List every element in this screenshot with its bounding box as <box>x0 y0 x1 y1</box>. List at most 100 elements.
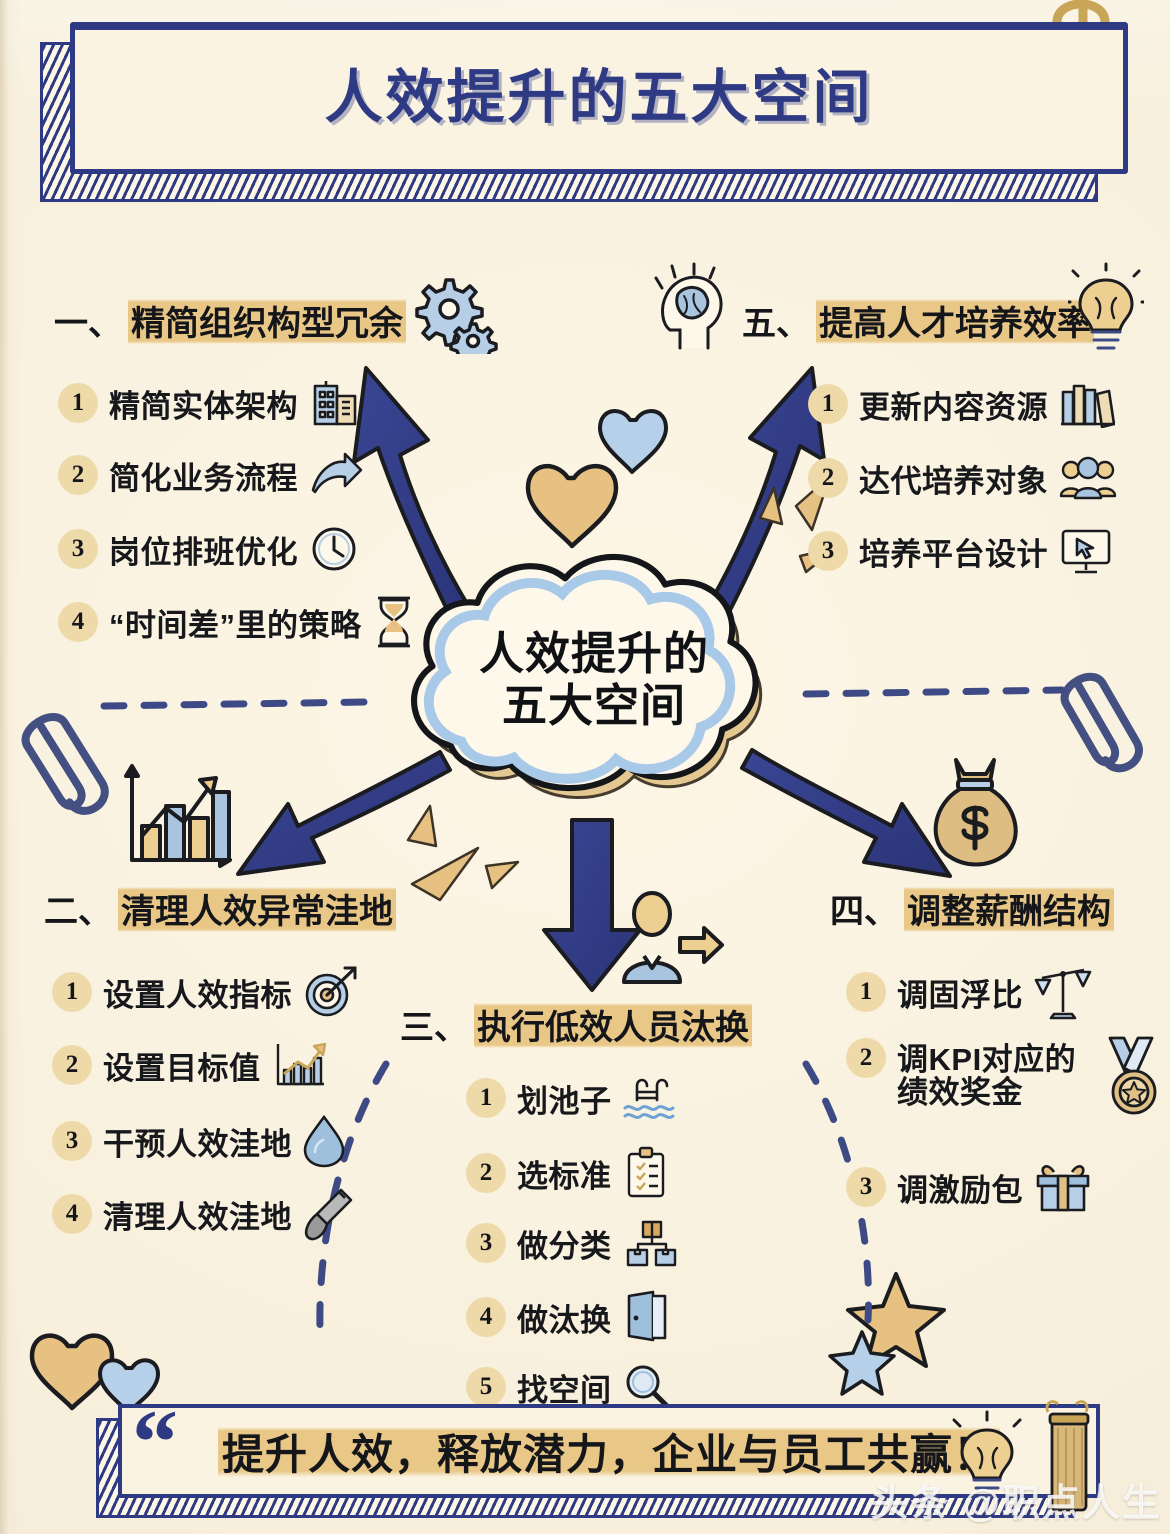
section-3-number: 三、 <box>400 1009 468 1047</box>
section-1-heading: 一、 精简组织构型冗余 <box>54 296 406 345</box>
heart-blue-icon <box>598 409 668 474</box>
list-item[interactable]: 4 做汰换 <box>466 1290 671 1344</box>
clipboard-checklist-icon <box>627 1146 664 1198</box>
list-item[interactable]: 3 培养平台设计 <box>808 526 1113 576</box>
bottom-banner: 提升人效，释放潜力，企业与员工共赢！ “ <box>96 1396 1106 1522</box>
item-badge: 3 <box>58 529 98 569</box>
item-badge: 4 <box>58 602 98 642</box>
item-badge: 3 <box>52 1121 92 1161</box>
group-people-icon <box>1059 456 1117 500</box>
curved-arrow-icon <box>311 452 363 494</box>
list-item[interactable]: 2 设置目标值 <box>52 1040 328 1090</box>
monitor-cursor-icon <box>1061 529 1111 574</box>
item-badge: 1 <box>808 384 848 424</box>
star-gold-icon <box>846 1272 946 1368</box>
item-label: 培养平台设计 <box>859 536 1048 572</box>
center-node-label: 人效提升的 五大空间 <box>478 628 709 731</box>
list-item[interactable]: 3 调激励包 <box>846 1160 1092 1214</box>
list-item[interactable]: 3 做分类 <box>466 1218 679 1268</box>
brain-head-icon <box>654 262 723 350</box>
swimming-pool-icon <box>623 1078 674 1119</box>
section-1-number: 一、 <box>54 305 122 343</box>
banner-text: 提升人效，释放潜力，企业与员工共赢！ <box>217 1420 1000 1482</box>
bar-chart-growth-icon <box>124 764 232 868</box>
item-badge: 4 <box>466 1297 506 1337</box>
sorting-boxes-icon <box>626 1220 676 1267</box>
chart-rising-icon <box>276 1042 326 1086</box>
item-label: 达代培养对象 <box>859 463 1048 499</box>
title-box: 人效提升的五大空间 <box>70 22 1128 174</box>
water-drop-icon <box>303 1114 345 1168</box>
page-title: 人效提升的五大空间 <box>324 65 874 130</box>
heart-gold-icon <box>525 463 619 549</box>
watermark: 头条 @职点人生 <box>870 1483 1162 1525</box>
section-5-heading: 五、 提高人才培养效率 <box>742 296 1094 345</box>
item-label: 更新内容资源 <box>859 389 1048 425</box>
heart-gold-icon <box>29 1333 115 1411</box>
section-5-number: 五、 <box>742 305 810 343</box>
item-label: 岗位排班优化 <box>109 534 298 570</box>
item-label: 划池子 <box>517 1083 612 1119</box>
shovel-icon <box>304 1188 353 1241</box>
paperclip-navy-icon <box>21 713 109 815</box>
item-label: 调固浮比 <box>897 977 1023 1013</box>
open-door-icon <box>627 1290 666 1342</box>
list-item[interactable]: 2 简化业务流程 <box>58 452 363 498</box>
item-badge: 3 <box>466 1223 506 1263</box>
list-item[interactable]: 1 调固浮比 <box>846 964 1092 1020</box>
item-badge: 2 <box>58 455 98 495</box>
item-label: 简化业务流程 <box>109 460 298 496</box>
item-badge: 3 <box>846 1167 886 1207</box>
section-3-title: 执行低效人员汰换 <box>474 1000 752 1049</box>
lightbulb-icon <box>952 1410 1022 1498</box>
list-item[interactable]: 1 划池子 <box>466 1074 679 1122</box>
item-badge: 1 <box>466 1078 506 1118</box>
item-badge: 2 <box>846 1038 886 1078</box>
list-item[interactable]: 2 调KPI对应的绩效奖金 <box>846 1034 1166 1118</box>
item-badge: 3 <box>808 531 848 571</box>
item-label: 做分类 <box>517 1228 612 1264</box>
item-badge: 5 <box>466 1367 506 1407</box>
paperclip-navy-icon <box>1060 672 1143 773</box>
list-item[interactable]: 4 “时间差”里的策略 <box>58 596 415 648</box>
target-dart-icon <box>305 966 357 1017</box>
gift-box-icon <box>1036 1165 1090 1212</box>
item-label: 做汰换 <box>517 1302 612 1338</box>
item-badge: 1 <box>52 972 92 1012</box>
clock-icon <box>312 527 356 571</box>
section-5-title: 提高人才培养效率 <box>816 296 1094 345</box>
list-item[interactable]: 1 更新内容资源 <box>808 380 1115 428</box>
office-building-icon <box>313 381 357 426</box>
list-item[interactable]: 3 岗位排班优化 <box>58 524 359 574</box>
item-label: 精简实体架构 <box>109 388 298 424</box>
item-label: 设置目标值 <box>103 1050 261 1086</box>
section-3-heading: 三、 执行低效人员汰换 <box>400 1000 752 1049</box>
section-4-number: 四、 <box>830 893 898 931</box>
list-item[interactable]: 5 找空间 <box>466 1362 673 1412</box>
item-label: 干预人效洼地 <box>103 1126 292 1162</box>
lightbulb-icon <box>1068 262 1144 350</box>
list-item[interactable]: 4 清理人效洼地 <box>52 1186 355 1242</box>
item-badge: 4 <box>52 1194 92 1234</box>
section-4-heading: 四、 调整薪酬结构 <box>830 884 1114 933</box>
poster-title: 人效提升的五大空间 <box>40 22 1130 202</box>
star-blue-icon <box>828 1330 896 1396</box>
medal-icon <box>1108 1036 1157 1115</box>
list-item[interactable]: 2 选标准 <box>466 1146 669 1200</box>
list-item[interactable]: 1 精简实体架构 <box>58 378 361 428</box>
section-1-title: 精简组织构型冗余 <box>128 296 406 345</box>
money-bag-icon <box>933 758 1018 867</box>
center-node: 人效提升的 五大空间 <box>398 548 790 848</box>
list-item[interactable]: 3 干预人效洼地 <box>52 1114 345 1168</box>
section-4-title: 调整薪酬结构 <box>904 884 1114 933</box>
bookmark-tassel-icon <box>1045 1400 1090 1512</box>
banner-box: 提升人效，释放潜力，企业与员工共赢！ <box>118 1404 1100 1498</box>
item-label: 选标准 <box>517 1158 612 1194</box>
item-label: 调KPI对应的绩效奖金 <box>897 1041 1077 1110</box>
person-exit-icon <box>622 891 724 984</box>
section-2-title: 清理人效异常洼地 <box>118 884 396 933</box>
item-badge: 2 <box>466 1153 506 1193</box>
list-item[interactable]: 1 设置人效指标 <box>52 966 357 1018</box>
list-item[interactable]: 2 达代培养对象 <box>808 454 1117 502</box>
